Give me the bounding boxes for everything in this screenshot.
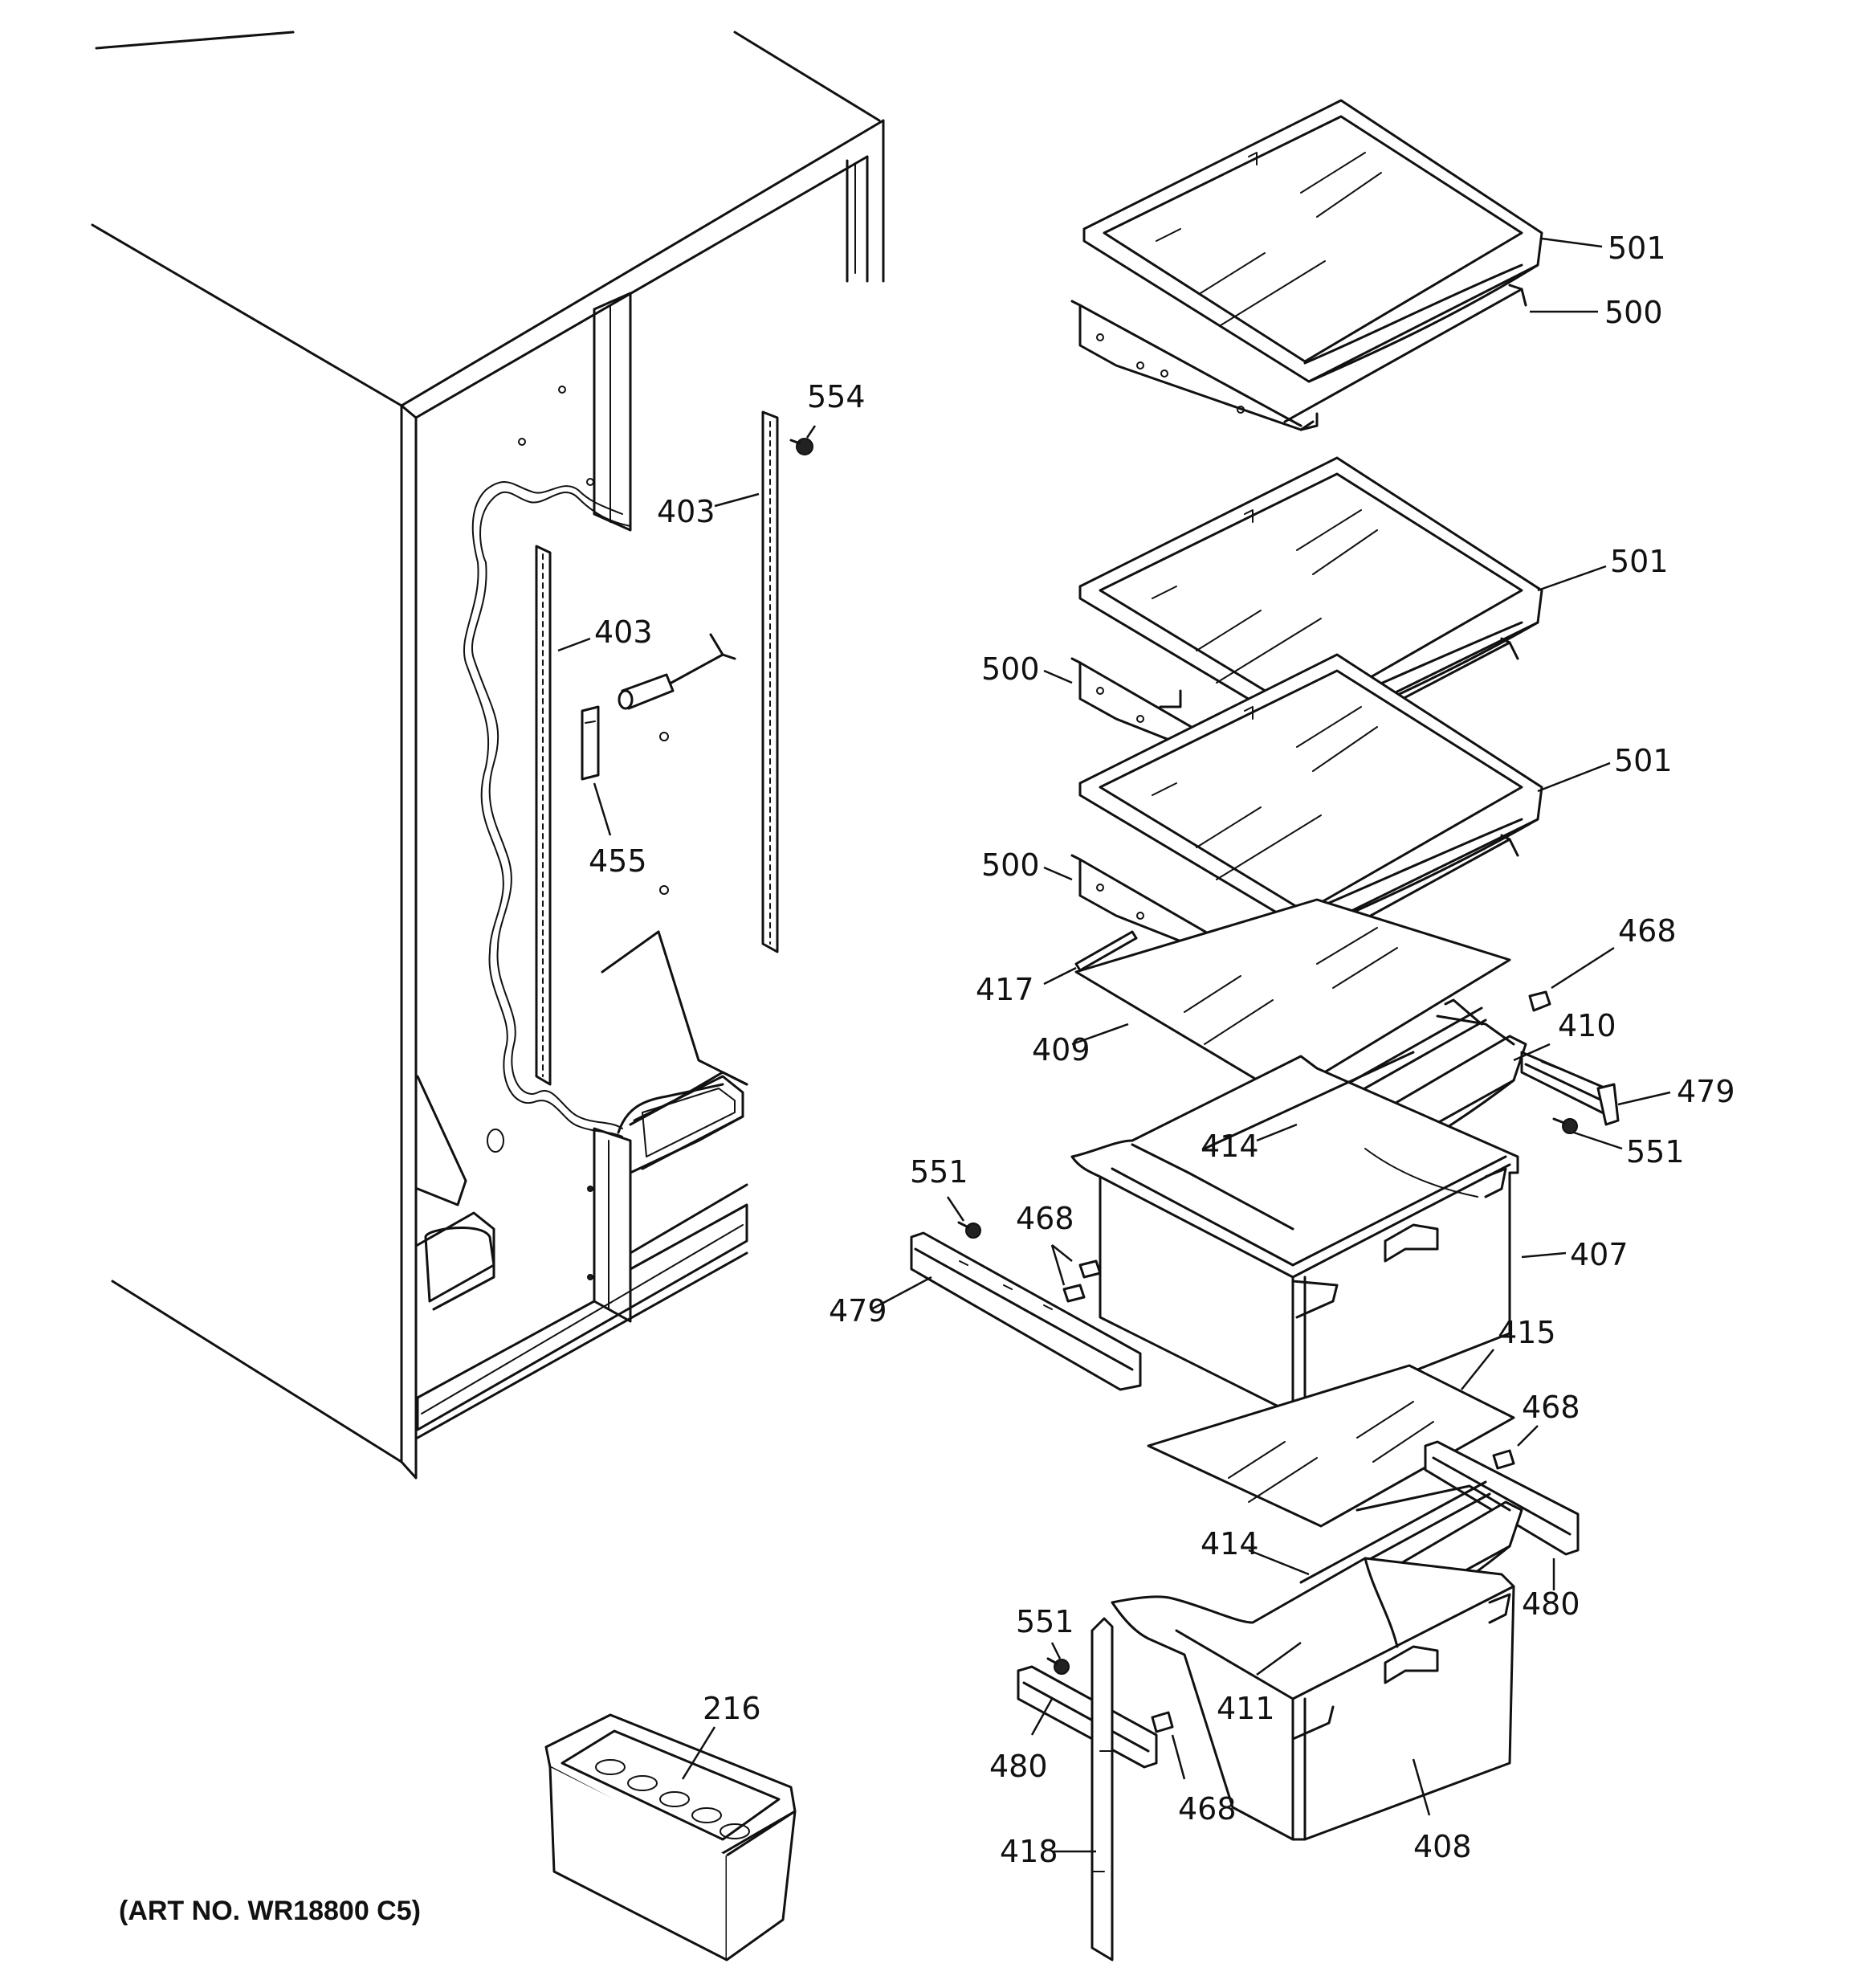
callout-480: 480 [1522, 1586, 1580, 1622]
cover-418 [1090, 1617, 1114, 1961]
callout-501: 501 [1610, 544, 1669, 579]
callout-468: 468 [1618, 913, 1677, 949]
callout-551: 551 [1626, 1134, 1685, 1170]
bin-216 [544, 1713, 797, 1961]
callout-501: 501 [1608, 231, 1666, 266]
callout-468: 468 [1016, 1201, 1074, 1236]
callout-500: 500 [981, 847, 1040, 883]
callout-410: 410 [1558, 1008, 1616, 1043]
switch-455 [581, 705, 600, 781]
screw-551-lower [1046, 1657, 1070, 1675]
callout-411: 411 [1217, 1691, 1275, 1726]
art-number: (ART NO. WR18800 C5) [119, 1896, 421, 1926]
slide-rail-right-lower [1424, 1440, 1580, 1556]
cabinet [91, 31, 885, 1480]
callout-554: 554 [807, 379, 866, 414]
pan-cover-glass-upper [1074, 898, 1511, 1098]
shelf-glass-lower [1078, 653, 1543, 933]
callout-479: 479 [1677, 1074, 1735, 1109]
callout-415: 415 [1498, 1315, 1556, 1350]
stop-468-lower [1151, 1711, 1174, 1733]
light-socket [618, 633, 736, 710]
callout-408: 408 [1413, 1829, 1472, 1864]
callout-403: 403 [594, 614, 653, 650]
shelf-ladder-rail-left [535, 545, 552, 1086]
callout-414: 414 [1201, 1526, 1259, 1561]
callout-479: 479 [829, 1293, 887, 1329]
pan-upper [1070, 1051, 1519, 1415]
stop-468-mid-right [1492, 1449, 1515, 1470]
stops-468-left [1062, 1259, 1102, 1303]
callout-468: 468 [1178, 1791, 1237, 1827]
callout-455: 455 [589, 843, 647, 879]
callout-labels: 501 500 554 403 403 455 501 500 501 500 … [589, 231, 1735, 1869]
stop-468-upper-right [1528, 990, 1551, 1012]
slide-rail-left-lower [1017, 1665, 1158, 1769]
shelf-frame-top [1070, 284, 1527, 431]
leader-lines [557, 237, 1671, 1853]
callout-403: 403 [657, 494, 715, 529]
slide-rail-left-upper [910, 1231, 1142, 1391]
callout-418: 418 [1000, 1834, 1058, 1869]
callout-500: 500 [1604, 295, 1663, 330]
callout-216: 216 [703, 1691, 761, 1726]
callout-468: 468 [1522, 1390, 1580, 1425]
callout-407: 407 [1570, 1237, 1629, 1272]
callout-551: 551 [1016, 1604, 1074, 1639]
callout-417: 417 [976, 972, 1034, 1007]
callout-500: 500 [981, 651, 1040, 687]
pan-lower [1111, 1557, 1515, 1841]
callout-414: 414 [1201, 1129, 1259, 1164]
screw-551-upper-left [957, 1221, 981, 1239]
callout-501: 501 [1614, 743, 1673, 778]
screw-551-upper-right [1552, 1117, 1578, 1134]
rail-417 [1074, 930, 1138, 972]
slide-rail-right-upper [1520, 1051, 1620, 1126]
pan-cover-glass-lower [1147, 1364, 1515, 1528]
screw-554 [789, 438, 813, 455]
shelf-ladder-rail-right [761, 410, 779, 953]
shelf-glass-top [1082, 99, 1543, 383]
callout-480: 480 [989, 1749, 1048, 1784]
callout-409: 409 [1032, 1032, 1090, 1067]
callout-551: 551 [910, 1154, 968, 1190]
